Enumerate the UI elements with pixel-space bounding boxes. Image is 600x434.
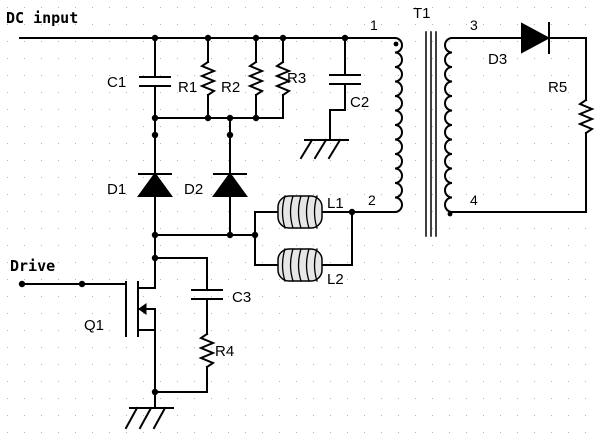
capacitor-c1 — [139, 37, 171, 119]
junction-dot — [204, 34, 212, 42]
inductor-l2 — [277, 248, 323, 282]
junction-dot — [151, 388, 159, 396]
ground-c2 — [299, 138, 349, 160]
junction-dot — [251, 231, 259, 239]
resistor-r1 — [199, 37, 217, 119]
junction-dot — [226, 114, 234, 122]
d2-label: D2 — [184, 181, 203, 198]
resistor-r2 — [247, 37, 265, 119]
junction-dot — [348, 208, 356, 216]
drive-label: Drive — [10, 257, 55, 275]
resistor-r5 — [577, 98, 595, 135]
pin-2-label: 2 — [368, 192, 376, 208]
transformer-t1 — [393, 31, 454, 237]
junction-dot — [151, 34, 159, 42]
junction-dot — [252, 114, 260, 122]
r5-label: R5 — [548, 79, 567, 96]
junction-dot — [151, 231, 159, 239]
diode-d2 — [212, 117, 248, 236]
junction-dot — [226, 131, 234, 139]
ground-q1 — [124, 406, 174, 430]
diode-d1 — [137, 117, 173, 236]
junction-dot — [151, 114, 159, 122]
dc-input-label: DC input — [6, 9, 78, 27]
t1-label: T1 — [413, 5, 431, 22]
junction-dot — [252, 34, 260, 42]
r2-label: R2 — [221, 79, 240, 96]
d1-label: D1 — [107, 181, 126, 198]
junction-dot — [151, 131, 159, 139]
r1-label: R1 — [178, 79, 197, 96]
junction-dot — [151, 254, 159, 262]
resistor-r4 — [198, 332, 216, 393]
secondary-winding — [444, 36, 454, 214]
junction-dot — [78, 280, 86, 288]
d3-label: D3 — [488, 51, 507, 68]
primary-winding — [393, 36, 403, 214]
r3-label: R3 — [287, 70, 306, 87]
l2-label: L2 — [327, 271, 344, 288]
junction-dot — [18, 280, 26, 288]
capacitor-c3 — [191, 257, 223, 335]
pin-4-label: 4 — [470, 192, 478, 208]
junction-dot — [341, 34, 349, 42]
pin-1-label: 1 — [370, 17, 378, 33]
q1-label: Q1 — [84, 317, 104, 334]
junction-dot — [204, 114, 212, 122]
diode-d3 — [521, 22, 551, 54]
junction-dot — [226, 231, 234, 239]
c1-label: C1 — [107, 74, 126, 91]
resistor-r3 — [274, 37, 292, 119]
polarity-dot — [393, 41, 399, 47]
capacitor-c2 — [329, 37, 361, 141]
l1-label: L1 — [327, 195, 344, 212]
mosfet-q1 — [125, 234, 156, 393]
c2-label: C2 — [350, 94, 369, 111]
pin-3-label: 3 — [470, 17, 478, 33]
background-grid — [7, 7, 586, 433]
polarity-dot — [447, 211, 453, 217]
inductor-l1 — [277, 195, 323, 229]
junction-dot — [279, 34, 287, 42]
r4-label: R4 — [215, 343, 234, 360]
c3-label: C3 — [232, 289, 251, 306]
